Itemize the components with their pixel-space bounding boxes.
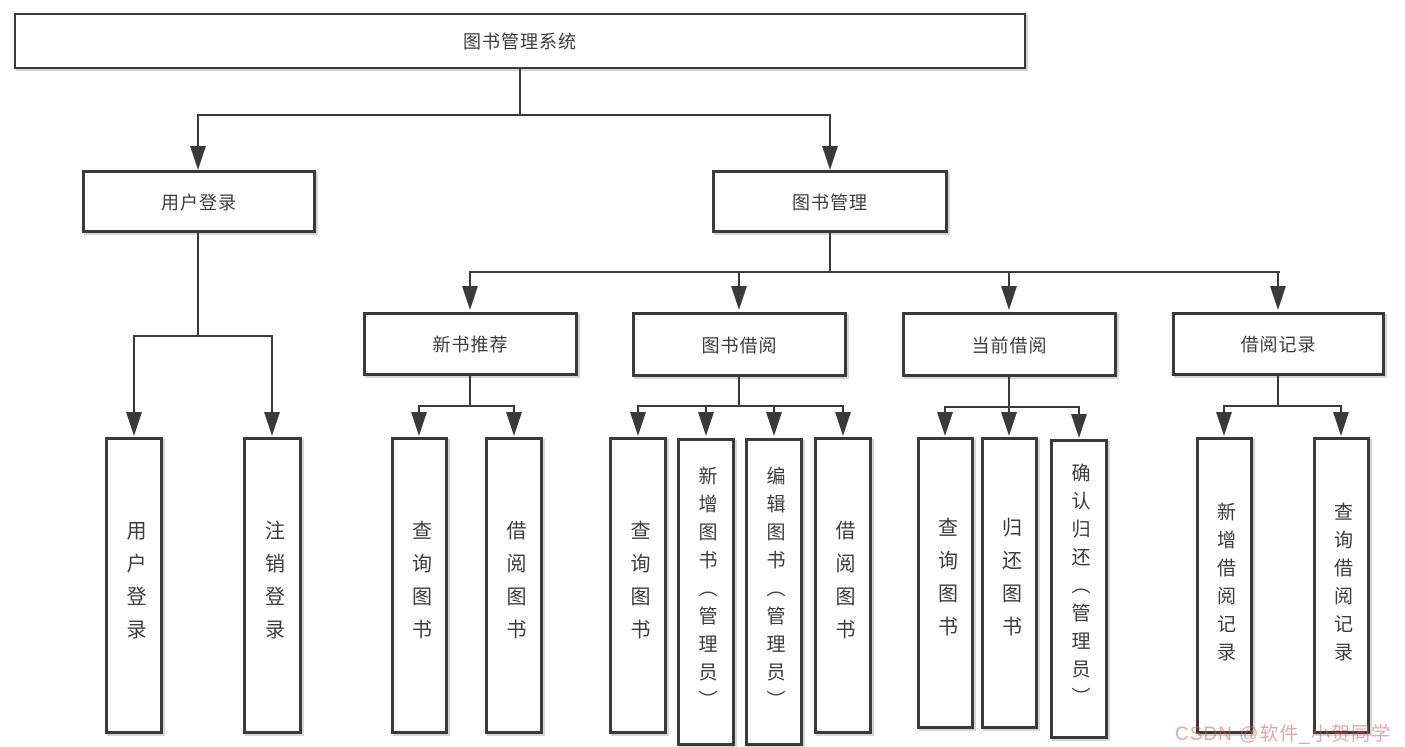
node-book-borrow: 图书借阅 bbox=[632, 312, 847, 377]
connector-book-mgmt-shaft bbox=[829, 114, 831, 150]
connector-shaft bbox=[133, 335, 135, 414]
connector-user-login-stem bbox=[197, 233, 199, 337]
node-root: 图书管理系统 bbox=[14, 13, 1026, 69]
node-new-book-recommend-label: 新书推荐 bbox=[432, 335, 509, 355]
leaf-logout: 注销登录 bbox=[243, 437, 302, 734]
connector-shaft bbox=[271, 335, 273, 414]
arrow-down-icon bbox=[264, 412, 280, 436]
node-book-management-label: 图书管理 bbox=[792, 192, 868, 213]
arrow-down-icon bbox=[731, 286, 747, 310]
node-book-borrow-label: 图书借阅 bbox=[701, 335, 778, 356]
connector-shaft bbox=[513, 405, 515, 414]
leaf-add-books-admin: 新增图书（管理员） bbox=[677, 438, 735, 746]
node-user-login: 用户登录 bbox=[82, 170, 316, 233]
node-new-book-recommend: 新书推荐 bbox=[363, 312, 578, 376]
leaf-query-books-1-label: 查询图书 bbox=[408, 519, 431, 652]
connector-root-stem bbox=[519, 68, 521, 116]
arrow-down-icon bbox=[1216, 412, 1232, 436]
connector-rail bbox=[944, 406, 1080, 408]
connector-stem bbox=[469, 376, 471, 407]
leaf-edit-books-admin: 编辑图书（管理员） bbox=[745, 438, 803, 746]
connector-shaft bbox=[1340, 405, 1342, 414]
leaf-add-books-admin-label: 新增图书（管理员） bbox=[695, 466, 717, 718]
arrow-down-icon bbox=[1001, 412, 1017, 436]
arrow-down-icon bbox=[411, 412, 427, 436]
connector-shaft bbox=[738, 271, 740, 288]
arrow-down-icon bbox=[462, 286, 478, 310]
connector-shaft bbox=[944, 406, 946, 414]
connector-user-login-shaft bbox=[197, 114, 199, 150]
node-borrow-records-label: 借阅记录 bbox=[1240, 335, 1317, 355]
leaf-confirm-return-admin: 确认归还（管理员） bbox=[1050, 439, 1108, 739]
leaf-query-books-1: 查询图书 bbox=[391, 437, 448, 734]
leaf-add-borrow-record: 新增借阅记录 bbox=[1196, 437, 1253, 734]
leaf-query-borrow-record-label: 查询借阅记录 bbox=[1331, 501, 1352, 670]
connector-rail bbox=[418, 405, 515, 407]
connector-shaft bbox=[1078, 406, 1080, 414]
arrow-down-icon bbox=[766, 412, 782, 436]
connector-shaft bbox=[1008, 406, 1010, 414]
arrow-down-icon bbox=[1333, 412, 1349, 436]
leaf-query-borrow-record: 查询借阅记录 bbox=[1313, 437, 1370, 734]
node-current-borrow: 当前借阅 bbox=[902, 312, 1117, 377]
connector-stem bbox=[1277, 376, 1279, 407]
leaf-query-books-3: 查询图书 bbox=[917, 437, 974, 729]
node-book-management: 图书管理 bbox=[712, 170, 948, 233]
leaf-query-books-2-label: 查询图书 bbox=[627, 519, 649, 652]
connector-level2-rail bbox=[197, 114, 831, 116]
connector-book-mgmt-stem bbox=[829, 233, 831, 273]
connector-level3-rail bbox=[469, 271, 1280, 273]
connector-shaft bbox=[1277, 271, 1279, 288]
csdn-watermark: CSDN @软件_小贺同学 bbox=[1175, 724, 1391, 745]
node-current-borrow-label: 当前借阅 bbox=[971, 335, 1048, 356]
arrow-down-icon bbox=[1001, 286, 1017, 310]
leaf-return-books: 归还图书 bbox=[981, 437, 1038, 729]
arrow-down-icon bbox=[126, 412, 142, 436]
arrow-down-icon bbox=[1270, 286, 1286, 310]
leaf-borrow-books-2-label: 借阅图书 bbox=[832, 519, 854, 652]
leaf-return-books-label: 归还图书 bbox=[998, 517, 1021, 649]
connector-shaft bbox=[418, 405, 420, 414]
leaf-user-login: 用户登录 bbox=[105, 437, 163, 734]
leaf-query-books-3-label: 查询图书 bbox=[934, 517, 957, 649]
node-root-label: 图书管理系统 bbox=[463, 32, 577, 52]
connector-stem bbox=[738, 377, 740, 407]
connector-shaft bbox=[637, 405, 639, 414]
leaf-edit-books-admin-label: 编辑图书（管理员） bbox=[763, 466, 785, 718]
connector-shaft bbox=[1223, 405, 1225, 414]
connector-shaft bbox=[705, 405, 707, 414]
connector-rail bbox=[1223, 405, 1342, 407]
leaf-user-login-label: 用户登录 bbox=[123, 519, 145, 652]
connector-rail bbox=[637, 405, 844, 407]
leaf-borrow-books-2: 借阅图书 bbox=[814, 437, 872, 734]
arrow-down-icon bbox=[190, 146, 206, 170]
node-user-login-label: 用户登录 bbox=[161, 192, 237, 213]
connector-user-login-rail bbox=[133, 335, 273, 337]
node-borrow-records: 借阅记录 bbox=[1172, 312, 1385, 376]
connector-shaft bbox=[842, 405, 844, 414]
arrow-down-icon bbox=[630, 412, 646, 436]
connector-stem bbox=[1008, 377, 1010, 408]
arrow-down-icon bbox=[937, 412, 953, 436]
connector-shaft bbox=[469, 271, 471, 288]
leaf-confirm-return-admin-label: 确认归还（管理员） bbox=[1068, 463, 1090, 715]
leaf-logout-label: 注销登录 bbox=[261, 519, 284, 652]
arrow-down-icon bbox=[698, 412, 714, 436]
arrow-down-icon bbox=[1071, 414, 1087, 438]
arrow-down-icon bbox=[835, 412, 851, 436]
leaf-borrow-books-1-label: 借阅图书 bbox=[503, 519, 525, 652]
connector-shaft bbox=[1008, 271, 1010, 288]
leaf-borrow-books-1: 借阅图书 bbox=[485, 437, 543, 734]
arrow-down-icon bbox=[506, 412, 522, 436]
leaf-query-books-2: 查询图书 bbox=[609, 437, 667, 734]
connector-shaft bbox=[773, 405, 775, 414]
leaf-add-borrow-record-label: 新增借阅记录 bbox=[1214, 501, 1235, 670]
arrow-down-icon bbox=[822, 146, 838, 170]
